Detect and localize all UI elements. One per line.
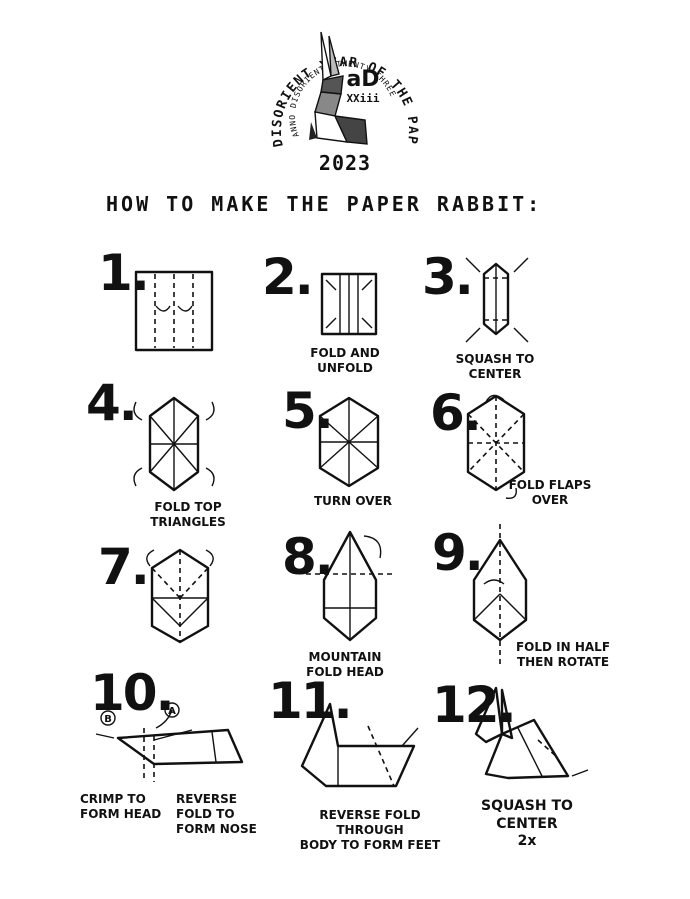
step-9-number: 9. <box>432 524 484 582</box>
step-4-diagram <box>133 396 215 492</box>
step-9-caption: FOLD IN HALF THEN ROTATE <box>515 640 611 669</box>
step-3-number: 3. <box>422 248 474 306</box>
step-5-number: 5. <box>282 382 334 440</box>
step-3-caption: SQUASH TO CENTER <box>455 352 535 381</box>
marker-b: B <box>104 714 112 725</box>
page-title: HOW TO MAKE THE PAPER RABBIT: <box>106 192 543 216</box>
step-11-caption: REVERSE FOLD THROUGH BODY TO FORM FEET <box>299 808 441 852</box>
step-7-number: 7. <box>98 538 150 596</box>
step-4-caption: FOLD TOP TRIANGLES <box>150 500 226 529</box>
step-7-diagram <box>146 548 214 644</box>
step-2-diagram <box>320 272 378 336</box>
step-4-number: 4. <box>86 374 138 432</box>
step-6-diagram <box>466 394 526 499</box>
step-11-number: 11. <box>268 672 353 730</box>
step-2-caption: FOLD AND UNFOLD <box>310 346 380 375</box>
step-10-caption-a: CRIMP TO FORM HEAD <box>80 792 162 821</box>
logo-monogram: aD <box>346 67 379 92</box>
step-6-caption: FOLD FLAPS OVER <box>508 478 592 507</box>
year-of-rabbit-logo: DISORIENT YEAR OF THE PAPER RABBIT ANNO … <box>250 7 418 175</box>
step-5-diagram <box>318 396 380 488</box>
step-3-diagram <box>465 257 529 343</box>
step-12-diagram <box>474 686 589 780</box>
logo-roman-numeral: XXiii <box>346 92 379 105</box>
step-6-number: 6. <box>430 384 482 442</box>
step-8-diagram <box>306 530 396 642</box>
step-10-caption-b: REVERSE FOLD TO FORM NOSE <box>176 792 257 836</box>
logo-year: 2023 <box>319 151 371 175</box>
step-10-number: 10. <box>90 664 175 722</box>
step-5-caption: TURN OVER <box>314 494 392 508</box>
step-10-diagram: B A <box>95 702 244 782</box>
step-12-caption: SQUASH TO CENTER 2x <box>481 798 573 849</box>
step-9-diagram <box>472 524 528 666</box>
step-11-diagram <box>300 702 419 788</box>
step-2-number: 2. <box>262 248 314 306</box>
step-8-caption: MOUNTAIN FOLD HEAD <box>306 650 384 679</box>
rabbit-icon <box>309 31 368 145</box>
step-1-diagram <box>134 270 214 352</box>
